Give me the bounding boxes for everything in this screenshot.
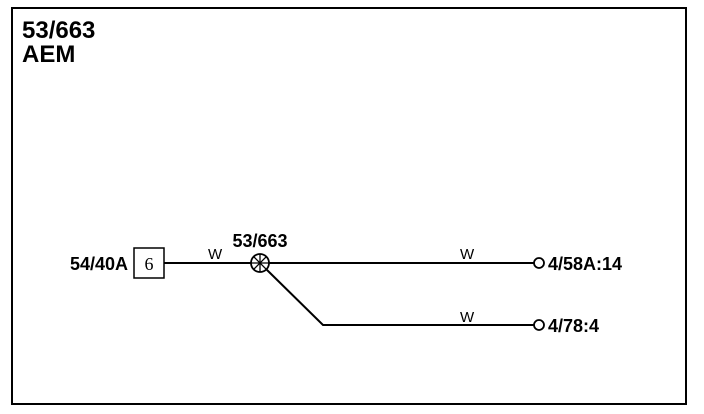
connector-pin-box xyxy=(133,247,165,279)
destination-label-1: 4/58A:14 xyxy=(548,254,622,274)
wire-label-input: W xyxy=(208,246,223,263)
diagram-title: 53/663 xyxy=(22,17,95,44)
wire-label-output-2: W xyxy=(460,309,475,326)
terminal-circle-1 xyxy=(533,257,545,269)
source-connector-label: 54/40A xyxy=(70,254,128,274)
wire-segment-output-2 xyxy=(265,268,534,326)
wire-label-output-1: W xyxy=(460,246,475,263)
splice-label: 53/663 xyxy=(232,231,287,251)
terminal-circle-2 xyxy=(533,319,545,331)
destination-label-2: 4/78:4 xyxy=(548,316,599,336)
splice-icon xyxy=(250,253,270,273)
connector-pin-number: 6 xyxy=(145,254,154,274)
diagram-frame xyxy=(11,7,687,405)
diagram-subtitle: AEM xyxy=(22,41,75,68)
